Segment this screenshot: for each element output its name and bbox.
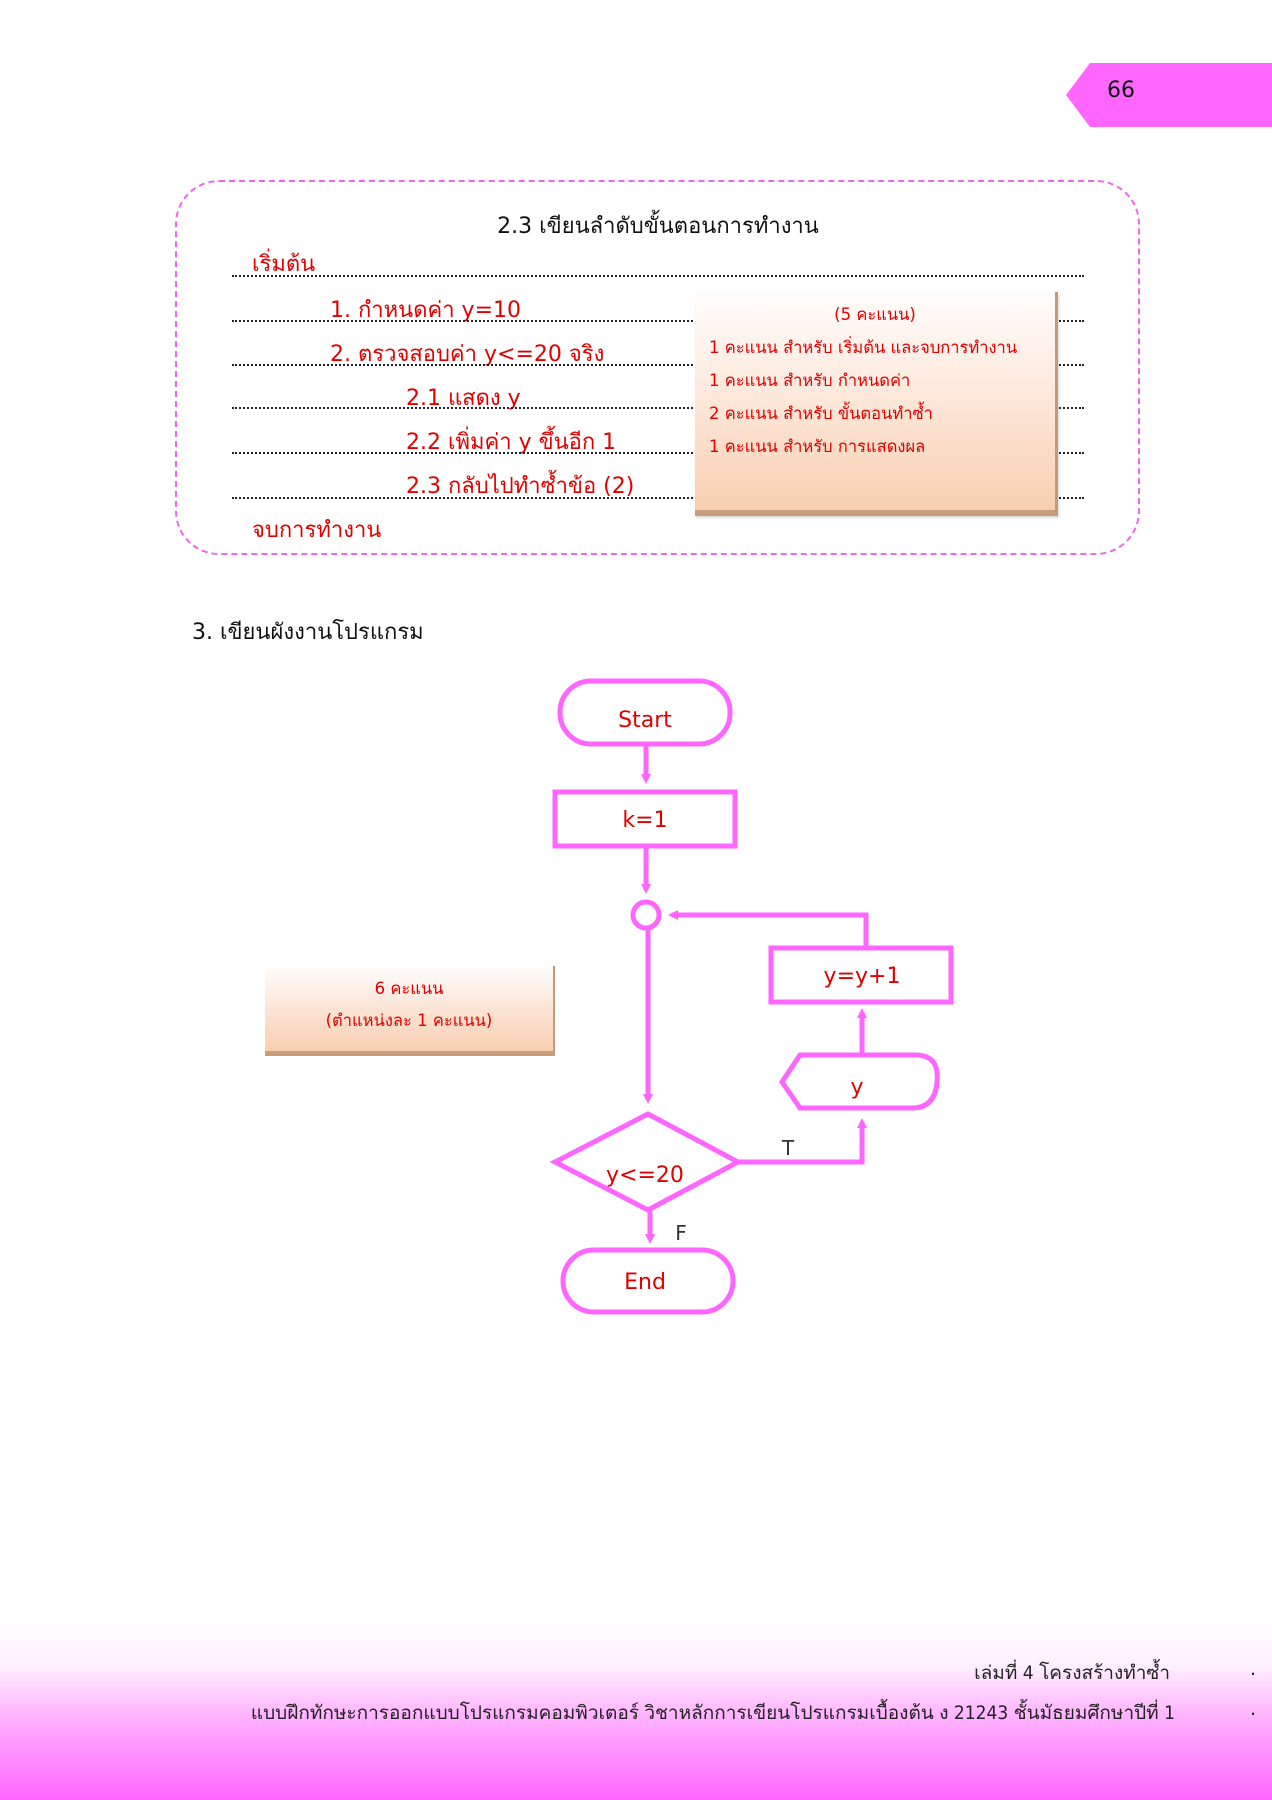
dotted-line [232, 364, 1084, 366]
step-end: จบการทำงาน [252, 518, 382, 543]
answer-box-title: 2.3 เขียนลำดับขั้นตอนการทำงาน [497, 214, 819, 239]
false-label: F [675, 1221, 687, 1245]
step-2: 2. ตรวจสอบค่า y<=20 จริง [330, 342, 605, 367]
decision-label: y<=20 [606, 1163, 684, 1188]
start-label: Start [618, 708, 672, 733]
score-note: (5 คะแนน) 1 คะแนน สำหรับ เริ่มต้น และจบก… [695, 292, 1058, 516]
page-number: 66 [1107, 78, 1135, 103]
step-2-2: 2.2 เพิ่มค่า y ขึ้นอีก 1 [406, 430, 617, 455]
step-2-3: 2.3 กลับไปทำซ้ำข้อ (2) [406, 474, 635, 499]
connector [630, 899, 662, 931]
page-number-tab [1066, 63, 1272, 127]
increment-process [768, 945, 954, 1005]
footer-band [0, 1620, 1272, 1800]
init-label: k=1 [622, 808, 667, 833]
step-2-1: 2.1 แสดง y [406, 386, 521, 411]
footer-dot: . [1250, 1698, 1257, 1720]
section-3-title: 3. เขียนผังงานโปรแกรม [192, 620, 424, 645]
flowchart-score-note: 6 คะแนน (ตำแหน่งละ 1 คะแนน) [265, 966, 555, 1056]
dotted-line [232, 452, 1084, 454]
true-branch [738, 1118, 867, 1165]
flowchart-score-line: (ตำแหน่งละ 1 คะแนน) [325, 1011, 493, 1030]
increment-label: y=y+1 [824, 964, 901, 989]
footer-volume: เล่มที่ 4 โครงสร้างทำซ้ำ [974, 1662, 1170, 1684]
footer-dot: . [1250, 1658, 1257, 1680]
score-note-line: 1 คะแนน สำหรับ กำหนดค่า [709, 371, 911, 390]
dotted-line [232, 320, 1084, 322]
decision-diamond [549, 1111, 744, 1213]
end-terminal [560, 1247, 736, 1315]
flowchart: Start k=1 y=y+1 y y<=20 End T F [549, 678, 954, 1315]
step-1: 1. กำหนดค่า y=10 [330, 298, 521, 323]
score-note-line: 1 คะแนน สำหรับ เริ่มต้น และจบการทำงาน [709, 338, 1018, 357]
dotted-line [232, 407, 1084, 409]
score-note-heading: (5 คะแนน) [834, 305, 916, 324]
output-display [778, 1052, 940, 1111]
output-label: y [850, 1075, 863, 1100]
answer-box [175, 180, 1140, 555]
step-start: เริ่มต้น [252, 252, 316, 277]
footer-book-title: แบบฝึกทักษะการออกแบบโปรแกรมคอมพิวเตอร์ ว… [250, 1702, 1175, 1724]
score-note-line: 1 คะแนน สำหรับ การแสดงผล [709, 437, 926, 456]
loop-back [668, 910, 869, 948]
score-note-line: 2 คะแนน สำหรับ ขั้นตอนทำซ้ำ [709, 404, 933, 423]
dotted-line [232, 497, 1084, 499]
end-label: End [624, 1270, 666, 1295]
dotted-line [232, 275, 1084, 277]
true-label: T [781, 1136, 795, 1160]
flowchart-score-line: 6 คะแนน [374, 979, 444, 998]
